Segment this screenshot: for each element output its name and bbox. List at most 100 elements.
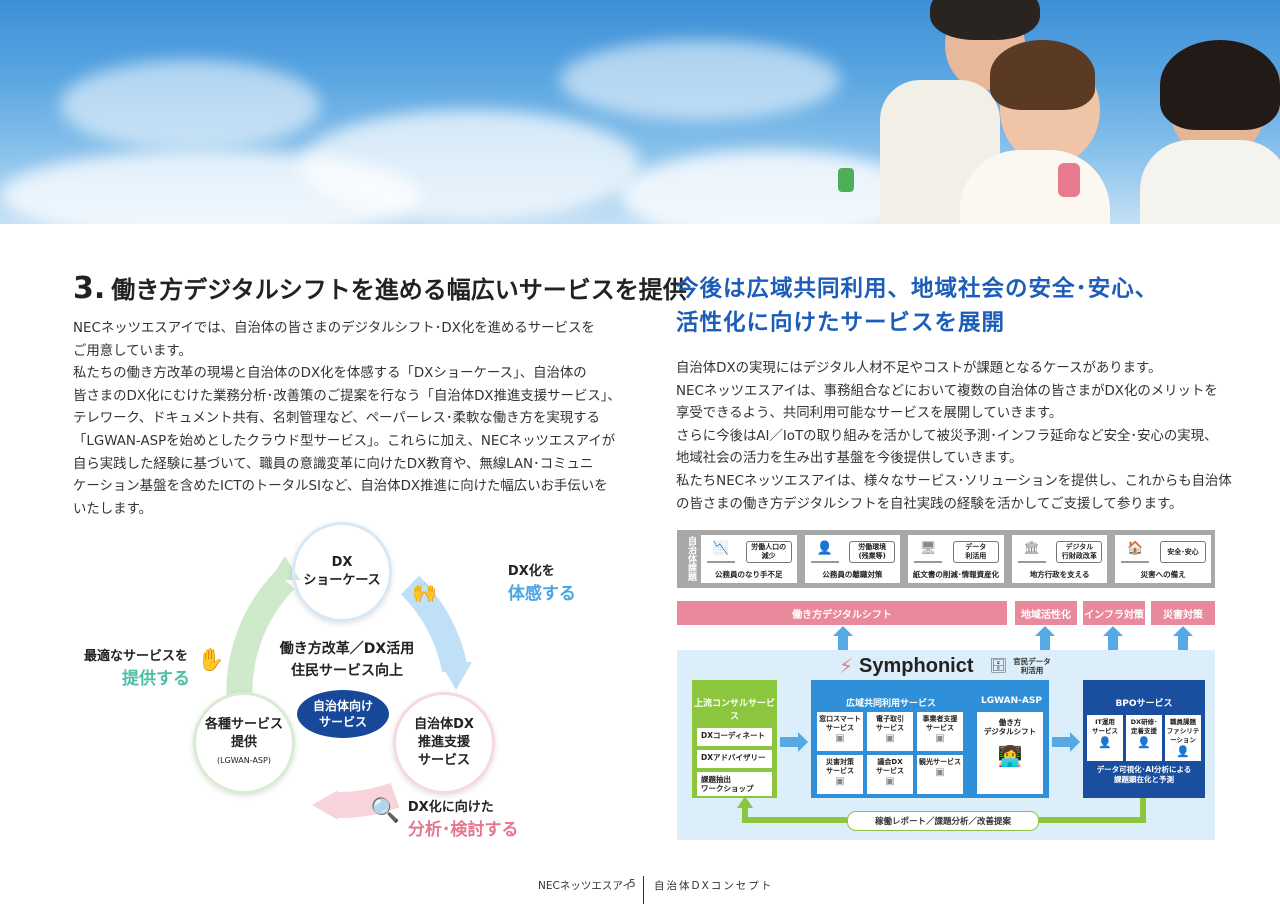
- wide-item: 電子取引 サービス▣: [867, 712, 913, 751]
- issue-icon: 👤: [810, 541, 839, 563]
- issue-caption: 地方行政を支える: [1029, 570, 1090, 579]
- wide-item-label: 窓口スマート サービス: [819, 715, 861, 732]
- wide-item: 観光サービス▣: [917, 755, 963, 794]
- issue-icon: 📉: [707, 541, 735, 563]
- brand-note: 官民データ 利活用: [1013, 657, 1051, 675]
- issue-icon: 🏠: [1121, 541, 1150, 563]
- section-number: 3.: [73, 271, 106, 306]
- brand-name: Symphonict: [859, 654, 974, 677]
- label-experience: 🙌 DX化を 体感する: [412, 560, 576, 604]
- wide-item: 議会DX サービス▣: [867, 755, 913, 794]
- label-analyze: 🔍 DX化に向けた 分析･検討する: [370, 796, 518, 840]
- right-paragraph: 自治体DXの実現にはデジタル人材不足やコストが課題となるケースがあります。 NE…: [676, 361, 1232, 512]
- bpo-item-label: 職員課題 ファシリテーション: [1166, 718, 1200, 744]
- issue-card: 🏛デジタル 行財政改革地方行政を支える: [1011, 535, 1108, 583]
- wide-item: 災害対策 サービス▣: [817, 755, 863, 794]
- label-analyze-small: DX化に向けた: [407, 800, 494, 815]
- document-search-icon: 🔍: [370, 796, 400, 824]
- center-badge: 自治体向け サービス: [297, 690, 389, 738]
- up-arrow-2-stem: [1040, 636, 1050, 650]
- bpo-item-label: IT運用 サービス: [1092, 718, 1118, 735]
- issue-tag: デジタル 行財政改革: [1056, 541, 1103, 563]
- right-title: 今後は広域共同利用、地域社会の安全･安心、 活性化に向けたサービスを展開: [676, 276, 1159, 336]
- service-icon: ▣: [835, 776, 845, 787]
- issue-card: 👤労働環境 (残業等)公務員の離職対策: [804, 535, 901, 583]
- people-icon: 🙌: [412, 580, 437, 604]
- up-arrow-3-stem: [1108, 636, 1118, 650]
- person-icon: 👤: [1176, 745, 1190, 758]
- service-icon: ▣: [835, 733, 845, 744]
- consult-panel: 上流コンサルサービス DXコーディネート DXアドバイザリー課題抽出 ワークショッ…: [692, 680, 777, 798]
- label-analyze-big: 分析･検討する: [407, 820, 519, 840]
- issue-tag: 労働人口の 減少: [745, 541, 792, 563]
- lgwan-item: 働き方 デジタルシフト: [983, 718, 1037, 736]
- brand: ⚡ Symphonict 🗄 官民データ 利活用: [839, 654, 1051, 678]
- section-title: 働き方デジタルシフトを進める幅広いサービスを提供: [111, 276, 687, 304]
- issue-caption: 紙文書の削減･情報資産化: [912, 570, 1000, 579]
- bpo-item: IT運用 サービス👤: [1087, 715, 1123, 761]
- issue-caption: 公務員の離職対策: [822, 570, 883, 579]
- cycle-center-line1: 働き方改革／DX活用: [279, 641, 415, 657]
- issue-card: 📉 労働人口の 減少公務員のなり手不足: [701, 535, 797, 583]
- footer-section: 自治体DXコンセプト: [654, 880, 774, 892]
- up-arrow-1-stem: [838, 636, 848, 650]
- wide-panel: 広域共同利用サービス LGWAN-ASP 窓口スマート サービス▣電子取引 サー…: [811, 680, 1049, 798]
- person-icon: 👤: [1098, 736, 1112, 749]
- circle-services-label: 各種サービス 提供: [204, 717, 283, 750]
- service-icon: ▣: [935, 733, 945, 744]
- up-arrow-2: [1035, 626, 1055, 636]
- handshake-icon: ✋: [197, 648, 225, 673]
- wide-item-label: 議会DX サービス: [876, 758, 904, 775]
- symphonict-logo-icon: ⚡: [839, 654, 854, 678]
- lgwan-card: 働き方 デジタルシフト 👩‍💻: [977, 712, 1043, 794]
- wide-item-label: 事業者支援 サービス: [922, 715, 958, 732]
- up-arrow-4: [1173, 626, 1193, 636]
- label-experience-big: 体感する: [507, 584, 576, 604]
- worker-icon: 👩‍💻: [997, 744, 1023, 768]
- wide-item: 事業者支援 サービス▣: [917, 712, 963, 751]
- consult-item: DXアドバイザリー: [697, 750, 772, 768]
- arrow-bpo-stem: [1052, 737, 1072, 747]
- circle-services-sub: (LGWAN-ASP): [217, 756, 271, 765]
- wide-items: 窓口スマート サービス▣電子取引 サービス▣事業者支援 サービス▣災害対策 サー…: [817, 712, 969, 794]
- issue-tag: 安全･安心: [1159, 541, 1206, 563]
- consult-items: DXコーディネート DXアドバイザリー課題抽出 ワークショップ: [692, 722, 777, 802]
- consult-item: 課題抽出 ワークショップ: [697, 772, 772, 796]
- issues-side-label: 自治体課題: [686, 536, 696, 581]
- service-diagram: 自治体課題 📉 労働人口の 減少公務員のなり手不足 👤労働環境 (残業等)公務員の離…: [677, 530, 1215, 840]
- band-infra: インフラ対策: [1083, 601, 1145, 625]
- bpo-note: データ可視化･AI分析による 課題顕在化と予測: [1096, 765, 1192, 784]
- label-provide-big: 提供する: [122, 669, 190, 689]
- loop-arrow: [737, 796, 1146, 823]
- band-regional: 地域活性化: [1015, 601, 1077, 625]
- person-icon: 👤: [1137, 736, 1151, 749]
- issue-caption: 公務員のなり手不足: [715, 570, 783, 579]
- service-icon: ▣: [885, 776, 895, 787]
- loop-label: 稼働レポート／課題分析／改善提案: [847, 811, 1039, 831]
- footer-page: 5: [629, 878, 636, 890]
- bpo-panel: BPOサービス IT運用 サービス👤DX研修･ 定着支援👤職員課題 ファシリテー…: [1083, 680, 1205, 798]
- consult-item: DXコーディネート: [697, 728, 772, 746]
- service-icon: ▣: [935, 767, 945, 778]
- cycle-center-text: 働き方改革／DX活用 住民サービス向上: [262, 638, 432, 682]
- issue-caption: 災害への備え: [1140, 570, 1186, 579]
- section-heading: 3.働き方デジタルシフトを進める幅広いサービスを提供: [73, 270, 687, 306]
- bpo-item: 職員課題 ファシリテーション👤: [1165, 715, 1201, 761]
- label-provide-small: 最適なサービスを: [84, 649, 189, 664]
- hero-photo: [0, 0, 1280, 224]
- bpo-title: BPOサービス: [1115, 699, 1173, 709]
- up-arrow-1: [833, 626, 853, 636]
- arrow-consult: [798, 732, 808, 752]
- footer-divider: [643, 876, 644, 904]
- circle-dx-support: 自治体DX 推進支援 サービス: [393, 692, 495, 794]
- up-arrow-3: [1103, 626, 1123, 636]
- bpo-items: IT運用 サービス👤DX研修･ 定着支援👤職員課題 ファシリテーション👤: [1083, 709, 1205, 761]
- service-icon: ▣: [885, 733, 895, 744]
- label-provide: 最適なサービスを 提供する: [84, 645, 190, 689]
- cycle-center-line2: 住民サービス向上: [291, 663, 403, 679]
- wide-item-label: 災害対策 サービス: [826, 758, 854, 775]
- wide-title: 広域共同利用サービス: [845, 699, 936, 709]
- consult-title: 上流コンサルサービス: [693, 699, 775, 722]
- lgwan-title: LGWAN-ASP: [981, 696, 1042, 706]
- wide-item: 窓口スマート サービス▣: [817, 712, 863, 751]
